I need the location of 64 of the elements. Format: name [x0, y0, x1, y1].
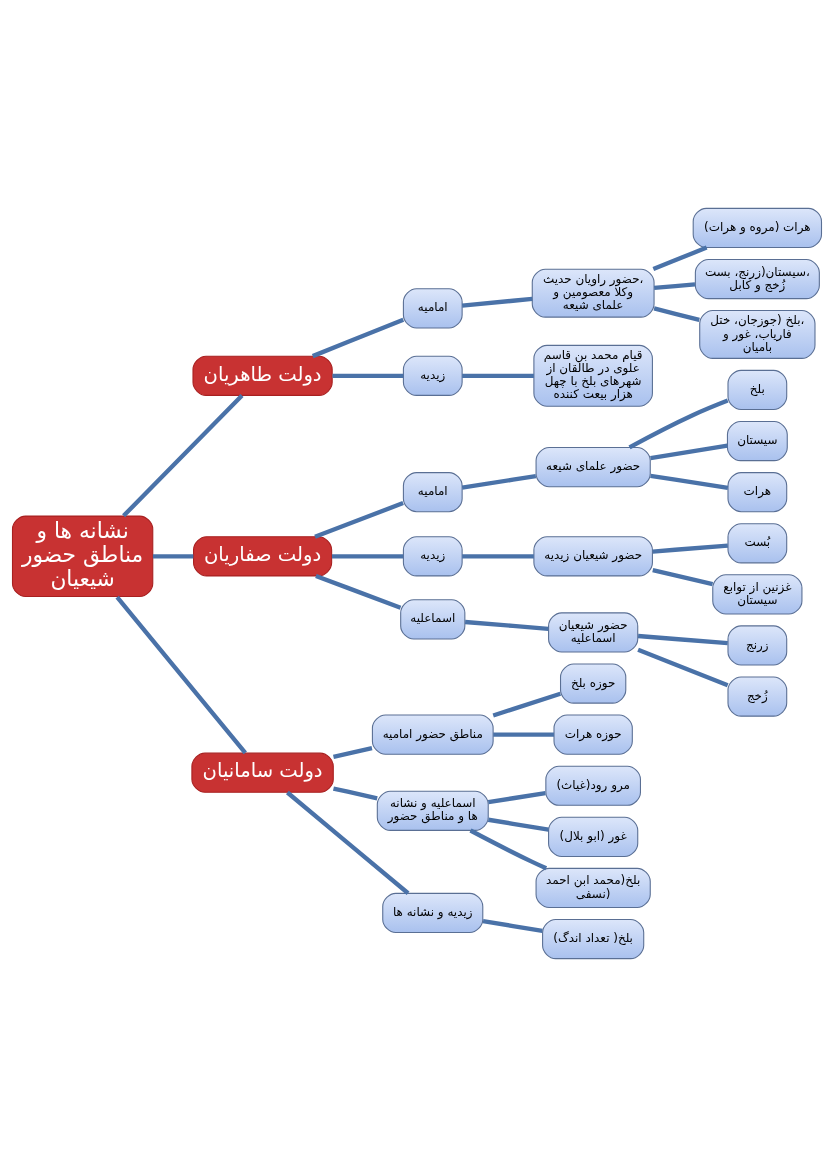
connector — [650, 473, 729, 490]
connector — [650, 443, 728, 461]
node-box: حضور راویان حدیث، وکلا معصومین و علمای شیعه — [531, 268, 655, 318]
connector — [652, 567, 714, 587]
connector — [314, 501, 404, 539]
connector — [333, 746, 373, 760]
node-box: زرنج — [727, 625, 788, 666]
connector — [332, 373, 404, 378]
connector — [115, 595, 247, 755]
node-box: هرات — [727, 472, 788, 513]
node-box: حوزه هرات — [553, 714, 633, 755]
connector — [493, 732, 554, 737]
connector — [315, 573, 402, 610]
connector — [333, 786, 378, 801]
node-box: دولت طاهریان — [192, 355, 333, 396]
connector — [637, 633, 728, 646]
node-box: قیام محمد بن قاسم علوی در طالقان از شهرهای بلخ با چهل هزار بیعت کننده — [533, 344, 653, 407]
node-box: هرات (مروه و هرات) — [692, 207, 823, 249]
connector — [462, 554, 534, 559]
connector — [122, 394, 244, 518]
connector — [152, 554, 194, 559]
node-box: سیستان(زرنج، بست، زُخج و کابل — [694, 258, 820, 300]
connector — [311, 317, 405, 359]
node-box: مناطق حضور امامیه — [371, 714, 494, 755]
node-box: بُست — [727, 523, 788, 564]
node-box: زُخج — [727, 676, 788, 717]
node-box: سیستان — [726, 420, 788, 462]
node-box: بلخ — [727, 369, 788, 411]
node-box: اسماعلیه — [400, 599, 466, 640]
connector — [461, 473, 537, 490]
connector — [487, 791, 546, 805]
node-box: دولت صفاریان — [193, 536, 333, 577]
node-box: امامیه — [402, 288, 463, 329]
node-box: حضور شیعیان اسماعلیه — [548, 612, 639, 653]
connector — [461, 296, 533, 308]
connector — [469, 828, 548, 871]
node-box: حضور شیعیان زیدیه — [533, 536, 653, 577]
node-box: امامیه — [402, 472, 463, 513]
node-box: زیدیه — [402, 355, 463, 396]
connector — [286, 790, 410, 895]
node-box: بلخ(محمد ابن احمد نسفی) — [535, 867, 651, 909]
connector — [637, 647, 729, 688]
connector — [487, 817, 549, 832]
node-box: غزنین از توابع سیستان — [712, 574, 803, 615]
connector — [462, 373, 534, 378]
node-box: نشانه ها و مناطق حضور شیعیان — [11, 515, 154, 598]
connector — [653, 282, 696, 291]
connector — [482, 918, 543, 934]
node-box: اسماعلیه و نشانه ها و مناطق حضور — [376, 790, 489, 831]
connector — [652, 543, 728, 554]
connector — [492, 691, 562, 718]
node-box: زیدیه و نشانه ها — [382, 892, 484, 934]
node-box: غور (ابو بلال) — [548, 816, 639, 857]
node-box: حضور علمای شیعه — [535, 447, 651, 488]
node-box: بلخ (جوزجان، ختل، فاریاب، غور و بامیان — [699, 310, 816, 359]
connector — [628, 398, 729, 450]
node-box: حوزه بلخ — [560, 663, 627, 704]
connector — [464, 619, 549, 631]
node-box: زیدیه — [402, 536, 463, 577]
node-box: بلخ( تعداد اندگ) — [542, 918, 645, 960]
node-box: مرو رود(غیاث) — [545, 765, 641, 806]
node-box: دولت سامانیان — [191, 752, 334, 793]
connector — [653, 306, 700, 323]
connector — [332, 554, 404, 559]
